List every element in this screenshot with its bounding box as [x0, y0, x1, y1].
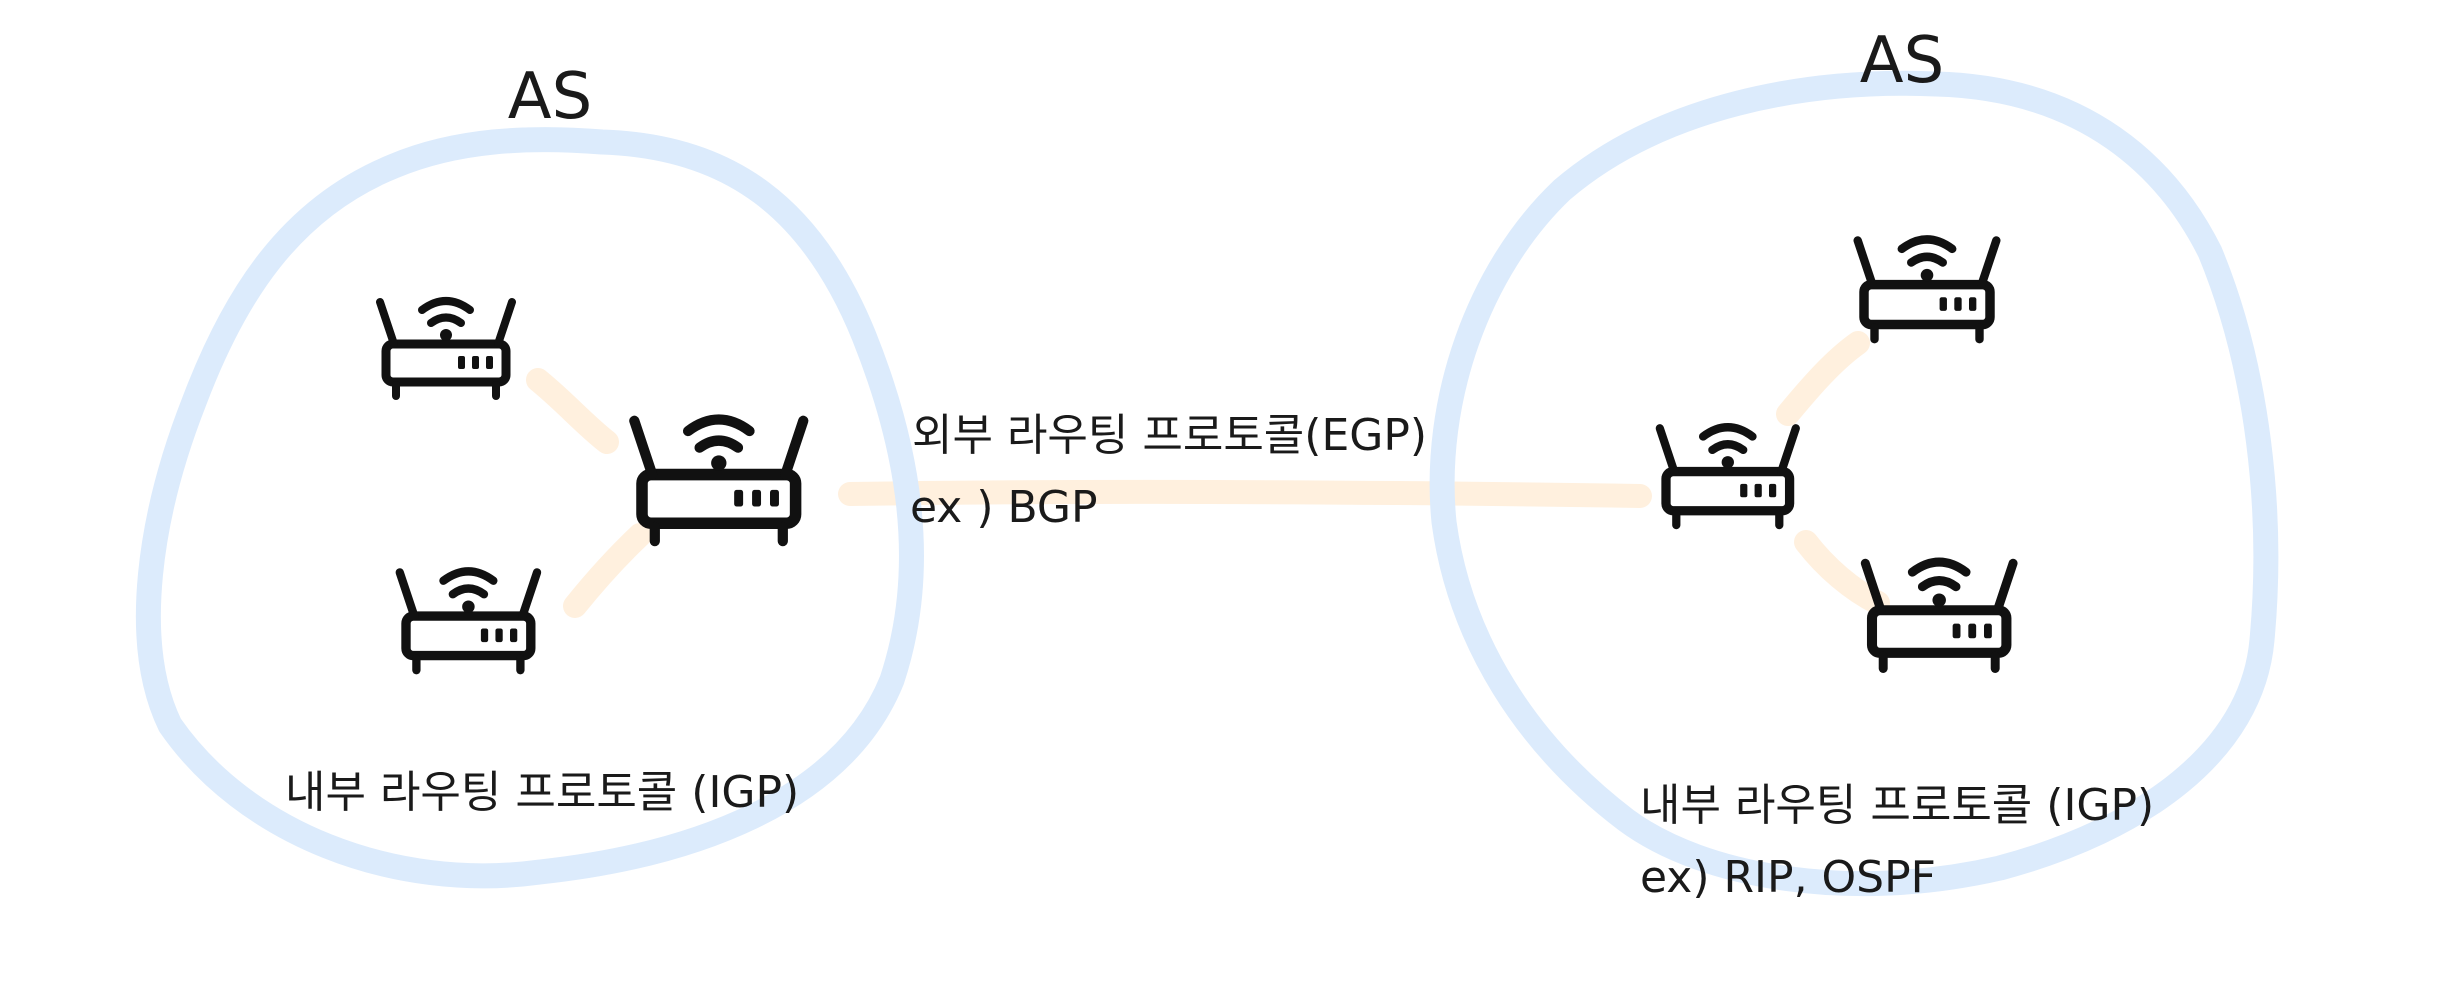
right-link-top-router: [1776, 331, 1870, 426]
labels-layer: AS AS 외부 라우팅 프로토콜(EGP) ex ) BGP 내부 라우팅 프…: [285, 24, 2154, 903]
left-as-boundary: [135, 127, 924, 889]
right-top-router-icon: [1858, 239, 1997, 339]
left-hub-router-icon: [634, 420, 803, 542]
egp-example-label: ex ) BGP: [910, 482, 1098, 533]
left-top-router-icon: [380, 301, 512, 396]
left-igp-label: 내부 라우팅 프로토콜 (IGP): [285, 767, 799, 818]
as-rings-layer: [135, 70, 2279, 897]
right-as-boundary: [1429, 70, 2279, 897]
left-bottom-router-icon: [400, 571, 537, 670]
left-link-bottom-router: [563, 523, 652, 618]
right-hub-router-icon: [1660, 427, 1796, 525]
right-igp-example-label: ex) RIP, OSPF: [1640, 852, 1936, 903]
right-as-title: AS: [1860, 24, 1944, 98]
links-layer: [526, 331, 1890, 618]
egp-link: [838, 479, 1652, 508]
right-link-bottom-router: [1794, 530, 1890, 615]
egp-protocol-label: 외부 라우팅 프로토콜(EGP): [912, 410, 1427, 461]
left-link-top-router: [526, 368, 619, 454]
right-igp-label: 내부 라우팅 프로토콜 (IGP): [1640, 780, 2154, 831]
left-as-title: AS: [508, 60, 592, 134]
right-bottom-router-icon: [1865, 562, 2013, 668]
